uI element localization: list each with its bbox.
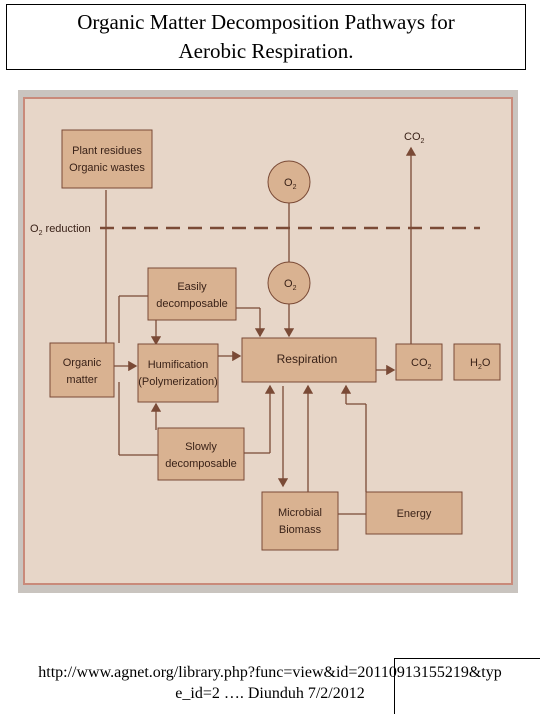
co2-box [395,343,443,381]
slide-title: Organic Matter Decomposition Pathways fo… [6,4,526,70]
microbial-biomass-box [261,491,339,551]
diagram-photo: Plant residues Organic wastes CO2 O2 O2 … [18,90,518,593]
respiration-label: Respiration [277,352,338,366]
microbial-line1: Microbial [278,507,322,519]
easily-decomposable-box [147,267,237,321]
o2-reduction-label: O2 reduction [30,223,91,237]
decomposition-diagram: Plant residues Organic wastes CO2 O2 O2 … [23,97,513,585]
slide-title-line2: Aerobic Respiration. [178,39,354,63]
organic-line2: matter [66,374,98,386]
plant-residues-line1: Plant residues [72,145,142,157]
humification-box [137,343,219,403]
h2o-box [453,343,501,381]
o2-upper-circle [267,160,311,204]
respiration-box [241,337,377,383]
o2-upper-label: O2 [284,177,297,191]
easily-line1: Easily [177,281,207,293]
slide-title-line1: Organic Matter Decomposition Pathways fo… [77,10,455,34]
source-url: http://www.agnet.org/library.php?func=vi… [38,664,502,681]
source-frame [394,658,540,714]
plant-residues-line2: Organic wastes [69,162,145,174]
humification-line2: (Polymerization) [138,376,217,388]
source-citation: http://www.agnet.org/library.php?func=vi… [0,662,540,704]
co2-box-label: CO2 [411,357,432,371]
organic-matter-box [49,342,115,398]
humification-line1: Humification [148,359,209,371]
source-downloaded: e_id=2 …. Diunduh 7/2/2012 [175,685,365,702]
h2o-box-label: H2O [470,357,491,371]
energy-label: Energy [397,508,432,520]
plant-residues-box [61,129,153,189]
easily-line2: decomposable [156,298,228,310]
o2-lower-label: O2 [284,278,297,292]
microbial-line2: Biomass [279,524,322,536]
energy-box [365,491,463,535]
slowly-line1: Slowly [185,441,217,453]
connector-lines [100,146,480,515]
co2-top-label: CO2 [404,131,425,145]
o2-lower-circle [267,261,311,305]
organic-line1: Organic [63,357,102,369]
slowly-line2: decomposable [165,458,237,470]
slowly-decomposable-box [157,427,245,481]
